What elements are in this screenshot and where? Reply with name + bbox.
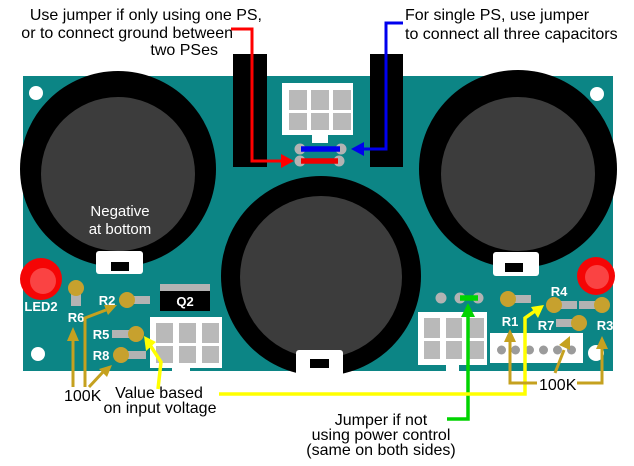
r7-pad <box>571 315 587 331</box>
yellow-arrow-r5 <box>144 336 163 390</box>
mounting-hole-bottom-left <box>31 347 45 361</box>
resistor-value-right: 100K <box>539 377 577 394</box>
gold-arrowhead-icon <box>104 305 117 315</box>
r4-pad <box>546 297 562 313</box>
gold-arrowhead-icon <box>99 365 112 377</box>
resistor-r4 <box>546 297 577 313</box>
capacitor-right <box>419 70 617 276</box>
gold-arrow-r8 <box>87 365 112 389</box>
connector-tab <box>172 368 190 377</box>
r1-pad <box>500 291 516 307</box>
resistor-r8 <box>113 347 146 363</box>
power-jumper-note-line1: Jumper if not <box>335 412 428 429</box>
resistor-r2 <box>119 292 150 308</box>
power-control-pads <box>435 292 484 304</box>
capacitor-jumpers <box>294 143 347 167</box>
connector-tab <box>312 135 328 143</box>
annotation-top-left-line3: two PSes <box>150 42 218 59</box>
label-r6: R6 <box>68 310 85 325</box>
resistor-r6 <box>68 280 84 306</box>
yellow-arrowhead-icon <box>144 336 156 351</box>
transistor-q2 <box>160 284 210 311</box>
blue-arrowhead-icon <box>351 142 364 156</box>
label-q2: Q2 <box>176 294 193 309</box>
black-post-left <box>233 54 267 167</box>
power-jumper-note-line3: (same on both sides) <box>306 442 455 459</box>
gold-arrowhead-icon <box>67 327 79 341</box>
annotation-top-left-line1: Use jumper if only using one PS, <box>30 7 262 24</box>
led-left <box>20 258 62 300</box>
resistor-r1 <box>500 291 531 307</box>
label-r4: R4 <box>551 284 568 299</box>
value-note-line1: Value based <box>115 385 203 402</box>
mounting-hole-top-right <box>590 87 604 101</box>
gold-arrow-r6 <box>67 327 79 387</box>
r5-pad <box>128 326 144 342</box>
gold-arrowhead-icon <box>559 336 570 350</box>
value-note-line2: on input voltage <box>104 400 217 417</box>
capacitor-left <box>20 71 216 274</box>
gold-arrow-r2 <box>83 305 117 387</box>
green-arrowhead-icon <box>461 303 475 317</box>
yellow-arrow-r4 <box>219 305 544 396</box>
label-r8: R8 <box>93 348 110 363</box>
gold-arrow-r1 <box>504 329 537 385</box>
gold-arrow-r3 <box>577 336 608 385</box>
connector-tab <box>446 365 459 374</box>
label-led2: LED2 <box>24 299 57 314</box>
label-r1: R1 <box>502 314 519 329</box>
label-r5: R5 <box>93 327 110 342</box>
gold-arrowhead-icon <box>504 329 516 342</box>
label-r7: R7 <box>538 318 555 333</box>
gold-arrow-r7 <box>553 336 570 374</box>
resistor-value-left: 100K <box>64 388 102 405</box>
resistor-r7 <box>556 315 587 331</box>
resistor-r3 <box>579 297 610 313</box>
annotation-top-left-line2: or to connect ground between <box>21 25 233 42</box>
r2-pad <box>119 292 135 308</box>
r3-pad <box>594 297 610 313</box>
top-power-connector <box>282 83 353 143</box>
r6-pad <box>68 280 84 296</box>
resistor-r5 <box>112 326 144 342</box>
capacitor-note-line2: at bottom <box>89 221 152 238</box>
mounting-hole-top-left <box>29 86 43 100</box>
gold-arrowhead-icon <box>596 336 608 349</box>
capacitor-note-line1: Negative <box>90 203 149 220</box>
r8-pad <box>113 347 129 363</box>
power-jumper-note-line2: using power control <box>312 427 451 444</box>
capacitor-middle <box>221 176 421 378</box>
green-callout-arrow <box>447 303 475 421</box>
red-callout-arrow <box>231 27 294 168</box>
red-arrowhead-icon <box>281 154 294 168</box>
blue-callout-arrow <box>351 21 403 156</box>
annotation-top-right-line1: For single PS, use jumper <box>405 7 590 24</box>
label-r2: R2 <box>99 293 116 308</box>
yellow-arrowhead-icon <box>531 305 544 318</box>
bottom-right-connector <box>418 312 487 374</box>
annotation-top-right-line2: to connect all three capacitors <box>405 26 618 43</box>
led-right <box>577 257 615 295</box>
label-r3: R3 <box>597 318 614 333</box>
